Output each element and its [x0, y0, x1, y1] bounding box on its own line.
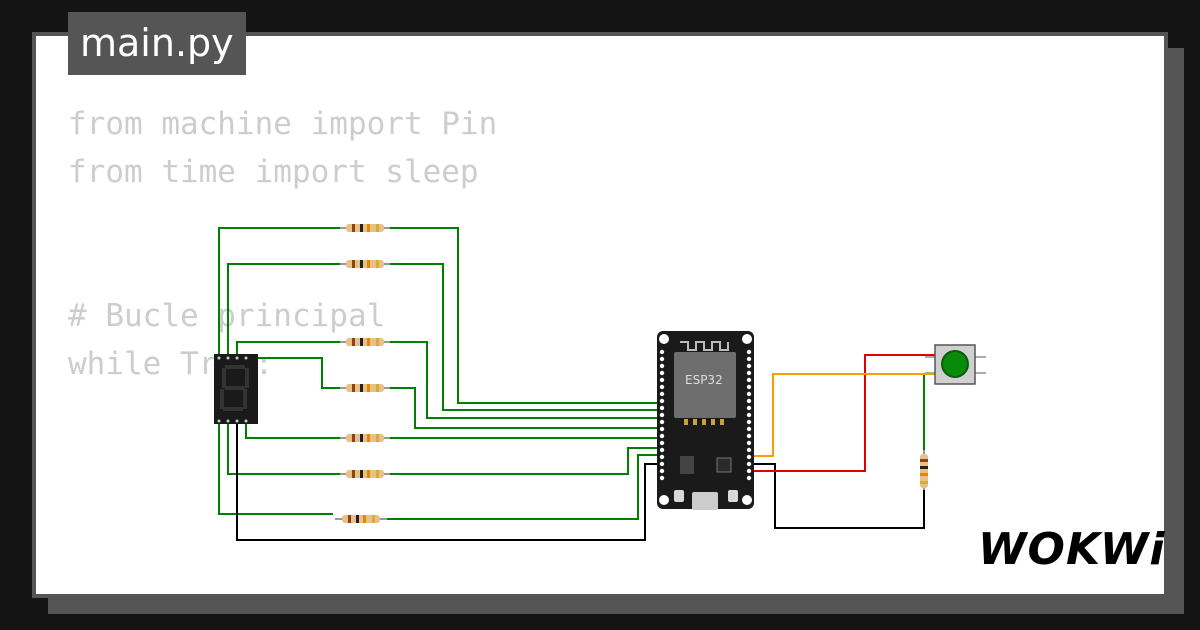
en-button[interactable]	[728, 490, 738, 502]
regulator	[680, 456, 694, 474]
resistor[interactable]	[340, 260, 390, 268]
antenna-icon	[680, 341, 729, 351]
chip-shield	[674, 352, 736, 418]
resistor[interactable]	[340, 434, 390, 442]
wire-seg-e	[245, 424, 660, 439]
ground-wire-display	[236, 424, 660, 541]
pushbutton[interactable]	[925, 344, 986, 385]
code-line: from machine import Pin	[68, 106, 498, 142]
file-tab[interactable]: main.py	[68, 12, 246, 75]
resistor[interactable]	[340, 338, 390, 346]
usb-chip	[716, 457, 732, 473]
resistor[interactable]	[340, 470, 390, 478]
seven-segment-display[interactable]	[214, 354, 258, 424]
code-line: from time import sleep	[68, 154, 479, 190]
button-cap[interactable]	[941, 350, 969, 378]
code-line: # Bucle principal	[68, 298, 386, 334]
boot-button[interactable]	[674, 490, 684, 502]
esp32-board[interactable]: ESP32	[657, 331, 754, 510]
wire-seg-b	[227, 263, 660, 411]
resistor[interactable]	[920, 450, 928, 490]
resistor[interactable]	[340, 224, 390, 232]
resistor[interactable]	[340, 384, 390, 392]
resistor[interactable]	[335, 515, 387, 523]
red-wire	[752, 354, 935, 472]
wire-seg-f	[227, 424, 660, 475]
preview-card	[32, 32, 1168, 598]
green-wires	[218, 227, 925, 520]
wire-seg-c	[236, 341, 660, 419]
left-pin-header	[659, 349, 665, 481]
board-label: ESP32	[685, 373, 723, 387]
wire-seg-a	[218, 227, 660, 404]
wire-seg-g	[218, 424, 660, 520]
right-pin-header	[746, 349, 752, 481]
ground-wire-button	[752, 463, 925, 529]
orange-wire	[752, 373, 935, 457]
wokwi-logo: WOKWi	[978, 524, 1166, 575]
ground-wires	[236, 424, 925, 541]
usb-port	[692, 492, 718, 510]
